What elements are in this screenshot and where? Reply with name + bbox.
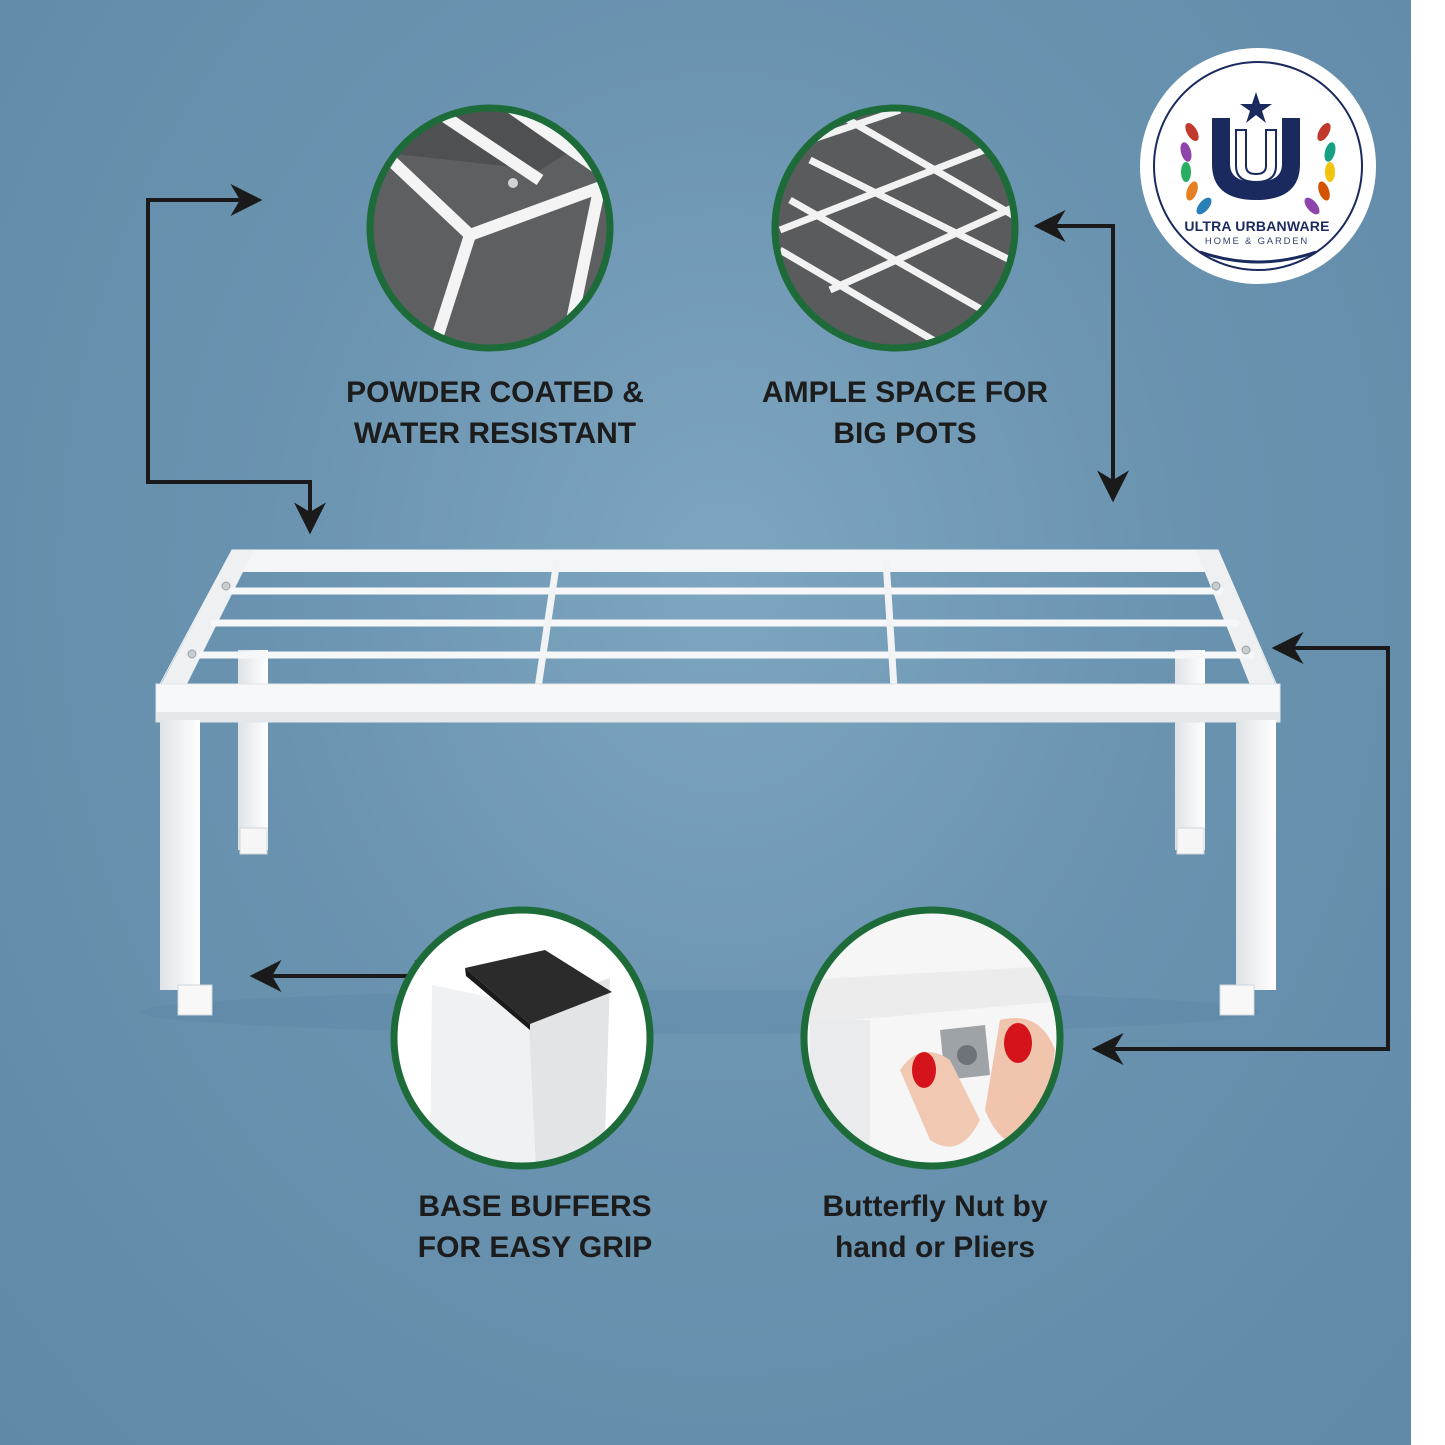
ample-space-caption: AMPLE SPACE FOR BIG POTS: [745, 372, 1065, 454]
butterfly-nut-caption: Butterfly Nut by hand or Pliers: [790, 1186, 1080, 1268]
laurel-right-icon: [1304, 122, 1336, 215]
caption-line: hand or Pliers: [834, 1231, 1036, 1264]
rubber-foot-closeup-icon: [390, 906, 654, 1170]
caption-line: POWDER COATED &: [346, 376, 644, 409]
arrow-nut: [1091, 632, 1390, 1065]
front-right-leg: [1236, 720, 1276, 990]
laurel-left-icon: [1180, 122, 1212, 215]
back-right-foot: [1176, 827, 1205, 855]
arrow-powder: [146, 184, 326, 535]
caption-line: BIG POTS: [833, 417, 977, 450]
front-left-leg: [160, 720, 200, 990]
back-left-foot: [239, 827, 268, 855]
front-right-foot: [1219, 984, 1255, 1016]
arrow-ample: [1033, 210, 1129, 503]
wire-grid-closeup-icon: [771, 104, 1019, 352]
butterfly-nut-closeup-icon: [800, 906, 1064, 1170]
brand-name: ULTRA URBANWARE: [1184, 218, 1330, 234]
brand-tagline: HOME & GARDEN: [1204, 236, 1310, 247]
caption-line: BASE BUFFERS: [418, 1190, 652, 1223]
caption-line: AMPLE SPACE FOR: [761, 376, 1049, 409]
white-edge-strip: [1411, 0, 1445, 1445]
caption-line: FOR EASY GRIP: [417, 1231, 653, 1264]
ultra-urbanware-logo: [1140, 48, 1376, 284]
monogram-u-outer: [1212, 118, 1300, 200]
caption-line: WATER RESISTANT: [353, 417, 637, 450]
front-left-foot: [177, 984, 213, 1016]
base-buffers-caption: BASE BUFFERS FOR EASY GRIP: [390, 1186, 680, 1268]
back-right-leg: [1175, 650, 1205, 850]
powder-coated-caption: POWDER COATED & WATER RESISTANT: [330, 372, 660, 454]
caption-line: Butterfly Nut by: [822, 1190, 1048, 1223]
plant-stand: [155, 549, 1281, 1016]
back-left-leg: [238, 650, 268, 850]
powder-coated-frame-closeup-icon: [366, 104, 614, 352]
star-icon: [1240, 92, 1272, 123]
cross-bars: [534, 559, 898, 689]
back-rail: [230, 550, 1220, 572]
wire-bars: [192, 587, 1256, 659]
